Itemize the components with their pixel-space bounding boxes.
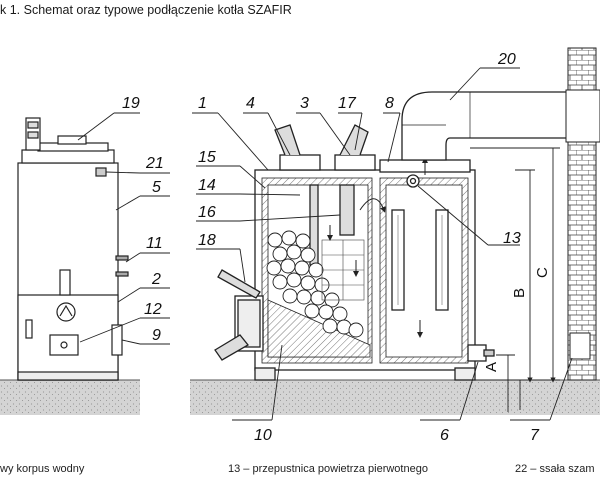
boiler-front-view (17, 117, 129, 381)
label-13: 13 (503, 230, 521, 247)
label-20: 20 (497, 51, 516, 68)
flue-pipe (401, 91, 600, 161)
label-14: 14 (198, 177, 216, 194)
label-16: 16 (198, 204, 216, 221)
label-19: 19 (122, 95, 140, 112)
flow-arrows (327, 157, 428, 338)
leader-lines (77, 67, 573, 421)
label-4: 4 (246, 95, 255, 112)
label-7: 7 (530, 427, 540, 444)
chimney-cleanout-7 (569, 332, 591, 360)
label-17: 17 (338, 95, 357, 112)
label-10: 10 (254, 427, 272, 444)
ground-right (190, 380, 600, 415)
label-21: 21 (145, 155, 164, 172)
label-6: 6 (440, 427, 449, 444)
figure-caption: k 1. Schemat oraz typowe podłączenie kot… (0, 3, 292, 17)
label-18: 18 (198, 232, 216, 249)
dimension-lines (470, 147, 560, 412)
wood-logs (266, 230, 364, 338)
dimension-b: B (511, 288, 528, 298)
label-2: 2 (151, 271, 161, 288)
legend-right: 22 – ssała szam (515, 463, 595, 475)
dimension-a: A (483, 362, 500, 372)
label-8: 8 (385, 95, 394, 112)
label-3: 3 (300, 95, 309, 112)
label-15: 15 (198, 149, 216, 166)
legend-left: wy korpus wodny (0, 463, 85, 475)
refractory-bricks (321, 239, 365, 301)
boiler-section (214, 124, 495, 381)
ground-left (0, 380, 140, 415)
dimension-c: C (534, 267, 551, 278)
label-12: 12 (144, 301, 162, 318)
label-11: 11 (146, 235, 163, 252)
label-1: 1 (198, 95, 207, 112)
label-5: 5 (152, 179, 161, 196)
legend-middle: 13 – przepustnica powietrza pierwotnego (228, 463, 428, 475)
label-9: 9 (152, 327, 161, 344)
